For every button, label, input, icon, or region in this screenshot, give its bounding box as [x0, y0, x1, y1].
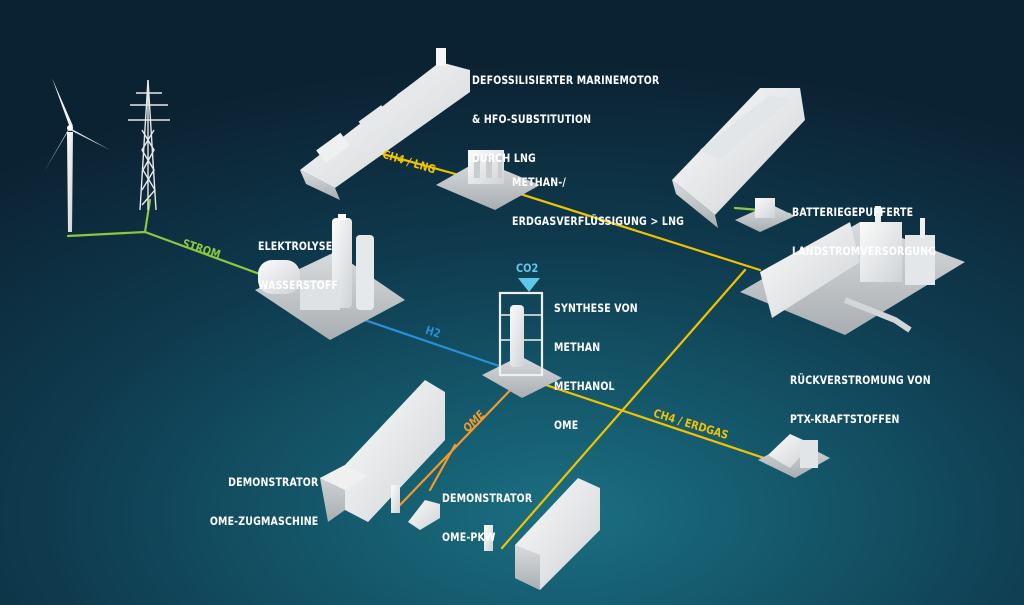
power-pylon-icon — [128, 79, 170, 211]
ship-shore-power-icon — [672, 88, 805, 228]
synthesis-plant-icon — [482, 291, 562, 398]
fuel-pump-icon — [391, 485, 400, 513]
electrolysis-plant-icon — [255, 214, 405, 340]
label-car-demo: DEMONSTRATOR OME-PKW — [442, 491, 533, 544]
ch4-bus-line — [500, 268, 747, 550]
ome-line-pkw — [428, 443, 457, 492]
ship-lng-icon — [300, 48, 470, 200]
lng-plant-icon — [436, 150, 540, 210]
label-synthesis: SYNTHESE VON METHAN METHANOL OME — [554, 301, 638, 432]
label-lng-plant: METHAN-/ ERDGASVERFLÜSSIGUNG > LNG — [512, 175, 685, 228]
label-truck-demo: DEMONSTRATOR OME-ZUGMASCHINE — [209, 475, 318, 528]
strom-line-pylon — [143, 198, 152, 234]
wind-turbine-icon — [44, 78, 110, 232]
ch4-erdgas-line — [523, 376, 772, 462]
flow-label-co2: CO2 — [516, 261, 539, 275]
ome-line — [398, 378, 522, 507]
label-marine-engine: DEFOSSILISIERTER MARINEMOTOR & HFO-SUBST… — [472, 73, 660, 165]
h2-line — [348, 313, 507, 370]
co2-arrow-icon — [518, 278, 540, 292]
fuel-pump-icon — [484, 525, 493, 551]
power-plant-icon — [740, 206, 965, 335]
battery-unit-icon — [735, 198, 795, 232]
label-electrolysis: ELEKTROLYSE WASSERSTOFF — [258, 239, 339, 292]
label-shore-power: BATTERIEGEPUFFERTE LANDSTROMVERSORGUNG — [792, 205, 937, 258]
house-icon — [758, 434, 830, 478]
ome-truck-icon — [320, 380, 445, 522]
ome-car-icon — [408, 500, 440, 530]
bus-icon — [515, 478, 600, 590]
label-reconversion: RÜCKVERSTROMUNG VON PTX-KRAFTSTOFFEN — [790, 373, 931, 426]
